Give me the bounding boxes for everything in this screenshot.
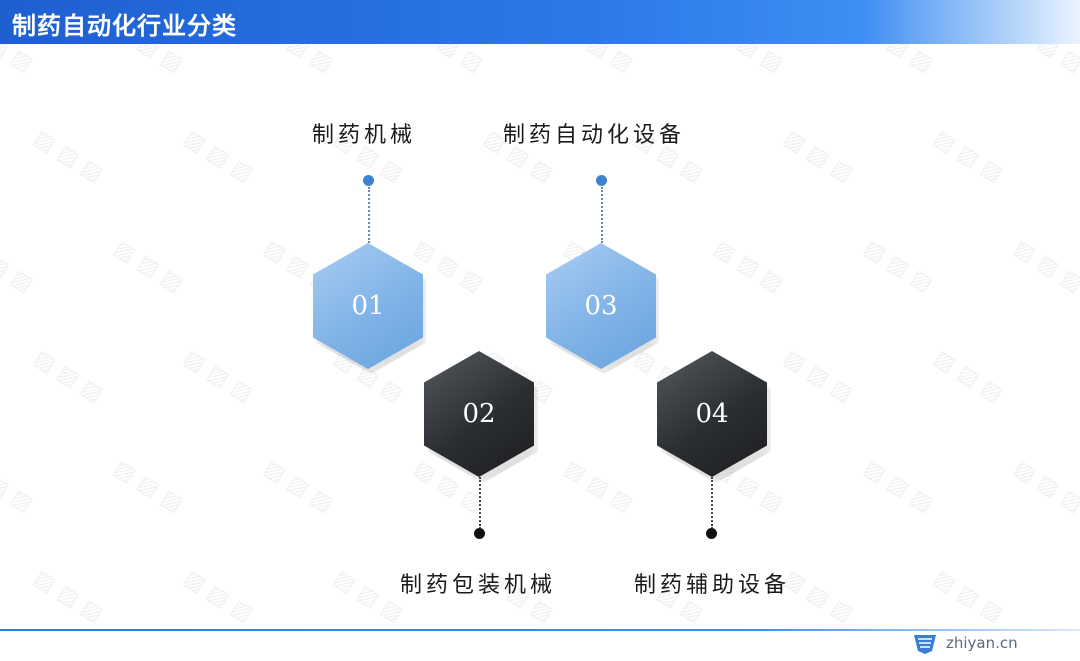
footer-url: zhiyan.cn: [946, 634, 1018, 652]
hex-number-02: 02: [462, 399, 496, 429]
watermark-mark: ▨ ▨ ▨: [29, 125, 108, 188]
watermark-mark: ▨ ▨ ▨: [1009, 44, 1080, 78]
connector-line-02: [479, 477, 481, 529]
connector-line-04: [711, 477, 713, 529]
watermark-mark: ▨ ▨ ▨: [559, 455, 638, 518]
connector-line-01: [368, 187, 370, 243]
page-title: 制药自动化行业分类: [12, 12, 237, 40]
hex-number-01: 01: [351, 291, 385, 321]
watermark-mark: ▨ ▨ ▨: [559, 44, 638, 78]
watermark-mark: ▨ ▨ ▨: [1009, 455, 1080, 518]
watermark-mark: ▨ ▨ ▨: [259, 44, 338, 78]
watermark-mark: ▨ ▨ ▨: [859, 455, 938, 518]
watermark-mark: ▨ ▨ ▨: [29, 565, 108, 628]
hexagon-01: 01: [313, 243, 423, 369]
watermark-mark: ▨ ▨ ▨: [329, 565, 408, 628]
hex-number-03: 03: [584, 291, 618, 321]
label-01: 制药机械: [312, 123, 417, 148]
label-04: 制药辅助设备: [634, 573, 791, 598]
watermark-mark: ▨ ▨ ▨: [779, 125, 858, 188]
watermark-mark: ▨ ▨ ▨: [709, 235, 788, 298]
watermark-mark: ▨ ▨ ▨: [109, 235, 188, 298]
watermark-mark: ▨ ▨ ▨: [709, 44, 788, 78]
footer-divider: [0, 629, 1080, 631]
watermark-mark: ▨ ▨ ▨: [929, 125, 1008, 188]
watermark-mark: ▨ ▨ ▨: [179, 125, 258, 188]
watermark-mark: ▨ ▨ ▨: [779, 565, 858, 628]
connector-line-03: [601, 187, 603, 243]
brand-logo-icon: [914, 635, 936, 654]
connector-dot-01: [363, 175, 374, 186]
watermark-mark: ▨ ▨ ▨: [859, 235, 938, 298]
connector-dot-03: [596, 175, 607, 186]
watermark-mark: ▨ ▨ ▨: [179, 565, 258, 628]
watermark-mark: ▨ ▨ ▨: [929, 345, 1008, 408]
watermark-mark: ▨ ▨ ▨: [409, 44, 488, 78]
connector-dot-02: [474, 528, 485, 539]
watermark-mark: ▨ ▨ ▨: [0, 456, 38, 518]
watermark-mark: ▨ ▨ ▨: [29, 345, 108, 408]
watermark-mark: ▨ ▨ ▨: [0, 44, 38, 78]
watermark-mark: ▨ ▨ ▨: [179, 345, 258, 408]
watermark-mark: ▨ ▨ ▨: [1009, 235, 1080, 298]
watermark-mark: ▨ ▨ ▨: [259, 455, 338, 518]
watermark-mark: ▨ ▨ ▨: [109, 44, 188, 78]
watermark-mark: ▨ ▨ ▨: [859, 44, 938, 78]
watermark-mark: ▨ ▨ ▨: [929, 565, 1008, 628]
label-02: 制药包装机械: [400, 573, 557, 598]
label-03: 制药自动化设备: [503, 123, 686, 148]
header-bar: 制药自动化行业分类: [0, 0, 1080, 44]
hex-number-04: 04: [695, 399, 729, 429]
connector-dot-04: [706, 528, 717, 539]
watermark-mark: ▨ ▨ ▨: [109, 455, 188, 518]
watermark-mark: ▨ ▨ ▨: [0, 236, 38, 298]
watermark-mark: ▨ ▨ ▨: [779, 345, 858, 408]
